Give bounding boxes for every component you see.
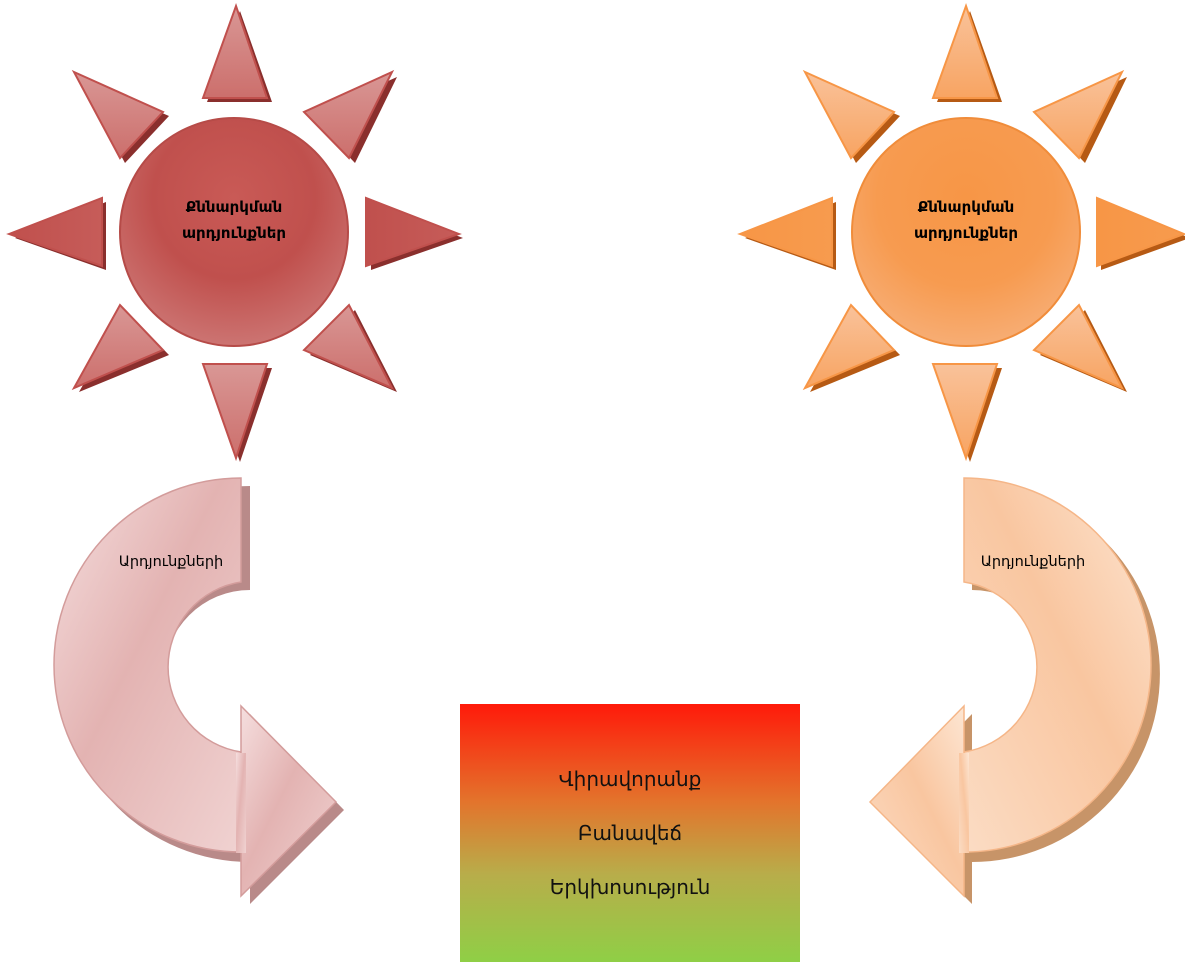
right-sun: Քննարկման արդյունքներ — [737, 2, 1185, 462]
result-item-insult: Վիրավորանք — [558, 767, 702, 791]
left-sun: Քննարկման արդյունքներ — [6, 2, 463, 462]
right-sun-rays — [737, 2, 1185, 462]
left-sun-rays — [6, 2, 463, 462]
result-item-dialogue: Երկխոսություն — [549, 875, 711, 899]
left-arrow-label: Արդյունքների — [119, 554, 224, 570]
result-box: Վիրավորանք Բանավեճ Երկխոսություն — [460, 704, 800, 962]
right-sun-label-line2: արդյունքներ — [914, 224, 1018, 242]
left-sun-core — [119, 117, 349, 347]
right-arrow-label: Արդյունքների — [981, 554, 1086, 570]
left-curved-arrow: Արդյունքների — [53, 477, 344, 904]
right-sun-core — [851, 117, 1081, 347]
result-item-debate: Բանավեճ — [577, 821, 683, 845]
right-curved-arrow: Արդյունքների — [868, 477, 1160, 904]
left-sun-label-line1: Քննարկման — [186, 198, 282, 216]
left-sun-label-line2: արդյունքներ — [182, 224, 286, 242]
right-sun-label-line1: Քննարկման — [918, 198, 1014, 216]
